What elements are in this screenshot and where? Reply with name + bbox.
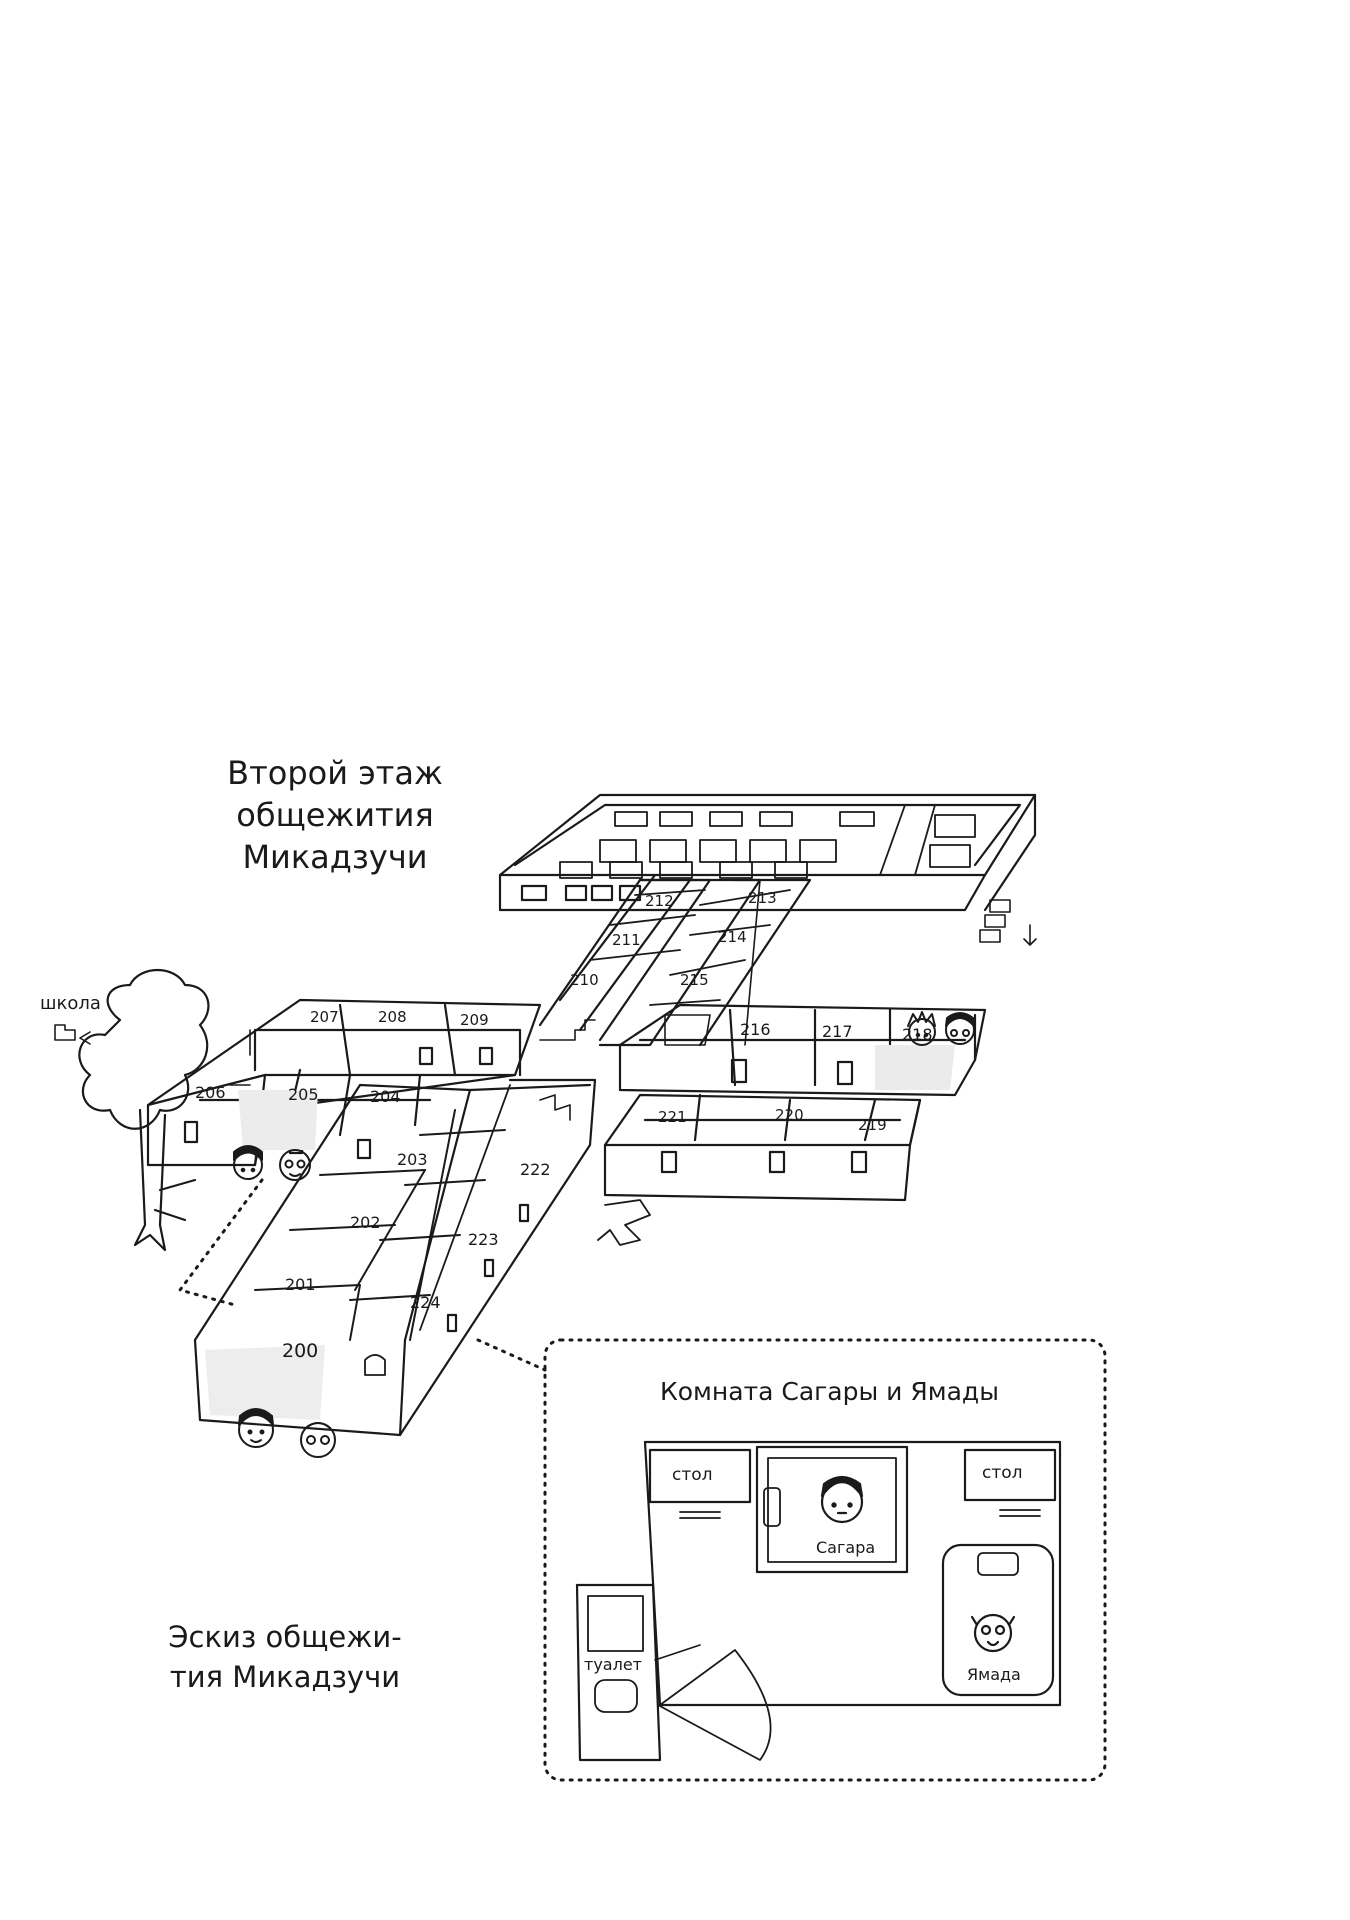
room-221: 221 [658,1108,687,1126]
room-220: 220 [775,1106,804,1124]
room-210: 210 [570,971,599,989]
desk-left [648,1448,752,1504]
sketch-title-line-1: Эскиз общежи- [168,1620,402,1654]
room-216: 216 [740,1020,771,1039]
room-223: 223 [468,1230,499,1249]
room-204: 204 [370,1087,401,1106]
room-detail-plan [575,1440,1062,1762]
bed-sagara [755,1445,909,1574]
yamada-face-icon [970,1613,1016,1653]
toilet-label: туалет [584,1655,642,1674]
room-203: 203 [397,1150,428,1169]
floor-title-line-1: Второй этаж [227,754,443,792]
room-212: 212 [645,892,674,910]
east-upper-wing [618,1003,987,1097]
room-217: 217 [822,1022,853,1041]
avatar-pair-218 [907,1011,975,1046]
room-detail-labels: стол стол Сагара Ямада туалет [584,1463,1023,1684]
room-206: 206 [195,1083,226,1102]
dotted-connector-200 [476,1338,547,1372]
room-201: 201 [285,1275,316,1294]
school-label: школа [40,993,101,1014]
room-labels: 200 201 202 203 204 205 206 207 208 209 … [195,889,933,1362]
room-207: 207 [310,1008,339,1026]
room-224: 224 [410,1293,441,1312]
southwest-wing [193,1078,597,1437]
top-wing [498,793,1037,946]
room-222: 222 [520,1160,551,1179]
floor-title-line-3: Микадзучи [242,838,428,876]
room-209: 209 [460,1011,489,1029]
central-corridor [538,873,812,1047]
room-213: 213 [748,889,777,907]
room-202: 202 [350,1213,381,1232]
room-208: 208 [378,1008,407,1026]
sketch-title: Эскиз общежи- тия Микадзучи [140,1617,430,1697]
room-detail-frame [543,1338,1107,1782]
floor-title-line-2: общежития [236,796,434,834]
sketch-title-line-2: тия Микадзучи [169,1660,401,1694]
avatar-yamada-205 [279,1149,311,1181]
toilet-block [575,1583,662,1762]
floor-title: Второй этаж общежития Микадзучи [170,752,500,878]
bed-yamada [941,1543,1055,1697]
avatar-sagara-200 [238,1408,274,1448]
desk-left-label: стол [672,1465,713,1485]
room-218: 218 [902,1025,933,1044]
dotted-connector-205 [178,1178,264,1307]
avatar-sagara-205 [233,1145,263,1180]
bed-yamada-label: Ямада [967,1665,1021,1684]
bed-sagara-label: Сагара [816,1538,875,1557]
school-icon [54,1024,91,1045]
room-214: 214 [718,928,747,946]
sagara-face-icon [820,1475,864,1524]
room-200: 200 [282,1340,318,1362]
left-wing [146,998,542,1167]
east-lower-wing [603,1093,922,1202]
room-detail-title: Комната Сагары и Ямады [660,1377,999,1406]
character-heads [233,1011,975,1458]
room-215: 215 [680,971,709,989]
room-211: 211 [612,931,641,949]
avatar-yamada-200 [300,1422,336,1458]
room-205: 205 [288,1085,319,1104]
desk-right-label: стол [982,1463,1023,1483]
tree-icon [78,969,210,1252]
entrance-marker [597,1199,651,1246]
room-219: 219 [858,1116,887,1134]
desk-right [963,1448,1057,1502]
